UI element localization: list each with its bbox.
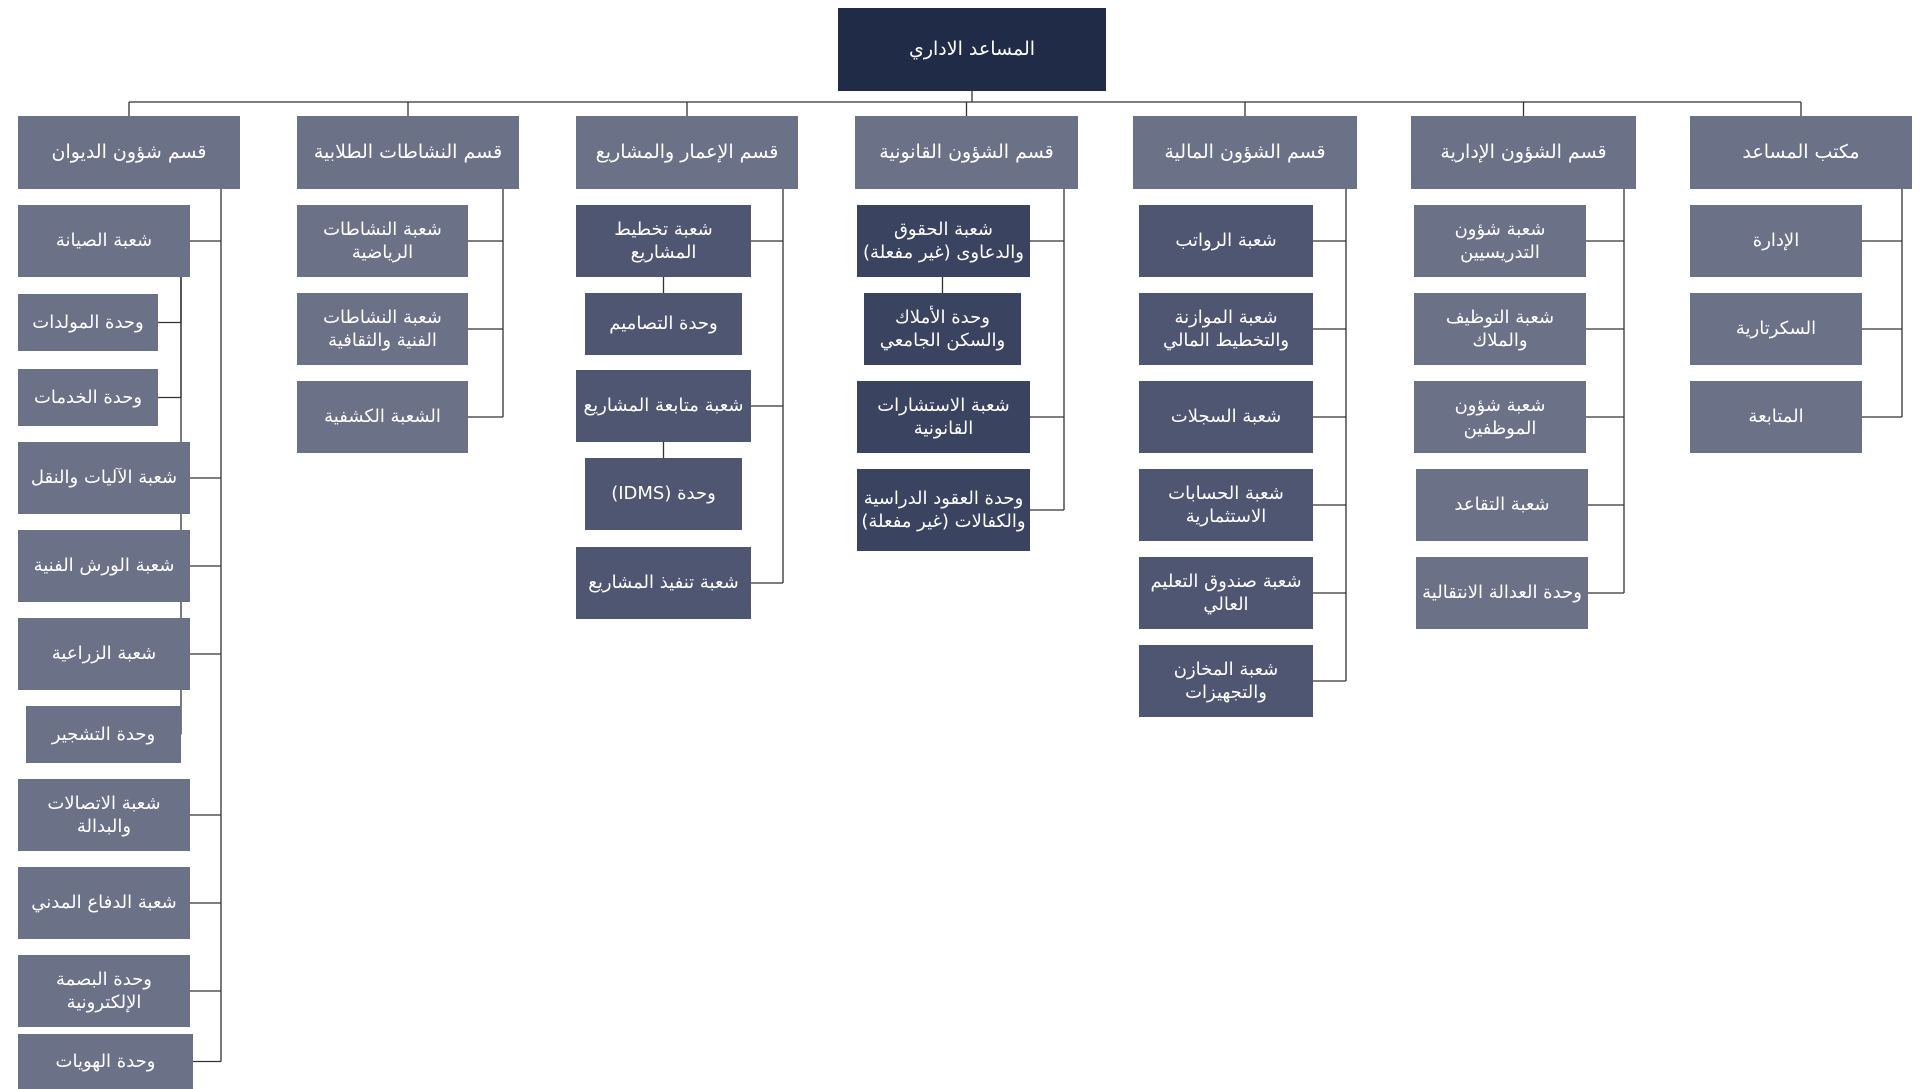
unit-maintenance: شعبة الصيانة [18, 205, 190, 277]
unit-project-followup: شعبة متابعة المشاريع [576, 370, 751, 442]
department-admin-affairs: قسم الشؤون الإدارية [1411, 116, 1636, 189]
unit-secretariat: السكرتارية [1690, 293, 1862, 365]
unit-identity-cards: وحدة الهويات [18, 1034, 193, 1089]
unit-salaries: شعبة الرواتب [1139, 205, 1313, 277]
unit-property-housing: وحدة الأملاك والسكن الجامعي [864, 293, 1021, 365]
unit-records: شعبة السجلات [1139, 381, 1313, 453]
unit-technical-workshops: شعبة الورش الفنية [18, 530, 190, 602]
unit-rights-lawsuits: شعبة الحقوق والدعاوى (غير مفعلة) [857, 205, 1030, 277]
unit-services: وحدة الخدمات [18, 369, 158, 426]
unit-scouting: الشعبة الكشفية [297, 381, 468, 453]
unit-budget-planning: شعبة الموازنة والتخطيط المالي [1139, 293, 1313, 365]
department-legal-affairs: قسم الشؤون القانونية [855, 116, 1078, 189]
unit-employment-staffing: شعبة التوظيف والملاك [1414, 293, 1586, 365]
department-financial-affairs: قسم الشؤون المالية [1133, 116, 1357, 189]
department-construction-projects: قسم الإعمار والمشاريع [576, 116, 798, 189]
department-diwan-affairs: قسم شؤون الديوان [18, 116, 240, 189]
department-assistant-office: مكتب المساعد [1690, 116, 1912, 189]
unit-project-execution: شعبة تنفيذ المشاريع [576, 547, 751, 619]
unit-teaching-staff-affairs: شعبة شؤون التدريسيين [1414, 205, 1586, 277]
unit-higher-education-fund: شعبة صندوق التعليم العالي [1139, 557, 1313, 629]
unit-sports-activities: شعبة النشاطات الرياضية [297, 205, 468, 277]
unit-employee-affairs: شعبة شؤون الموظفين [1414, 381, 1586, 453]
unit-project-planning: شعبة تخطيط المشاريع [576, 205, 751, 277]
unit-arts-culture-activities: شعبة النشاطات الفنية والثقافية [297, 293, 468, 365]
unit-followup: المتابعة [1690, 381, 1862, 453]
unit-civil-defense: شعبة الدفاع المدني [18, 867, 190, 939]
department-student-activities: قسم النشاطات الطلابية [297, 116, 519, 189]
root-node: المساعد الاداري [838, 8, 1106, 91]
unit-investment-accounts: شعبة الحسابات الاستثمارية [1139, 469, 1313, 541]
unit-study-contracts: وحدة العقود الدراسية والكفالات (غير مفعل… [857, 469, 1030, 551]
unit-administration: الإدارة [1690, 205, 1862, 277]
unit-communications-exchange: شعبة الاتصالات والبدالة [18, 779, 190, 851]
unit-legal-consultations: شعبة الاستشارات القانونية [857, 381, 1030, 453]
unit-electronic-fingerprint: وحدة البصمة الإلكترونية [18, 955, 190, 1027]
unit-stores-equipment: شعبة المخازن والتجهيزات [1139, 645, 1313, 717]
unit-agriculture: شعبة الزراعية [18, 618, 190, 690]
unit-transitional-justice: وحدة العدالة الانتقالية [1416, 557, 1588, 629]
unit-vehicles-transport: شعبة الآليات والنقل [18, 442, 190, 514]
unit-generators: وحدة المولدات [18, 294, 158, 351]
unit-afforestation: وحدة التشجير [26, 706, 181, 763]
unit-retirement: شعبة التقاعد [1416, 469, 1588, 541]
unit-designs: وحدة التصاميم [585, 293, 742, 355]
unit-idms: وحدة (IDMS) [585, 458, 742, 530]
